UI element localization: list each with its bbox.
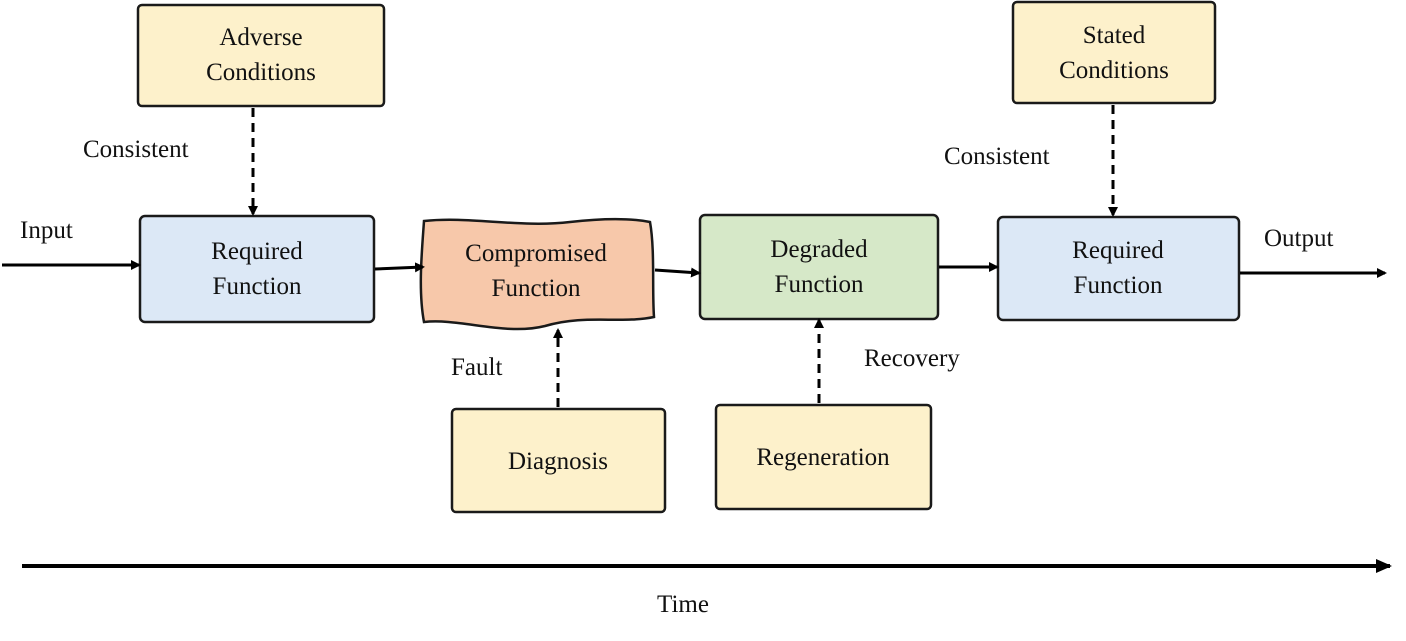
compromised-function-box (419, 217, 656, 331)
diagnosis-box (450, 407, 667, 514)
compromised-function-line1: Compromised (465, 240, 607, 267)
compromised-function-line2: Function (492, 275, 581, 302)
adverse-conditions-box (136, 3, 386, 108)
required-function-right-box (996, 215, 1241, 322)
recovery-label: Recovery (864, 345, 960, 372)
diagnosis-node: Diagnosis (450, 407, 667, 514)
degraded-function-line2: Function (775, 271, 864, 298)
stated-conditions-line2: Conditions (1059, 57, 1169, 84)
required-function-left-node: Required Function (138, 214, 376, 324)
required-to-compromised-arrow (374, 262, 425, 273)
regeneration-label: Regeneration (756, 444, 890, 471)
degraded-function-box (698, 213, 940, 321)
required-function-right-node: Required Function (996, 215, 1241, 322)
adverse-conditions-node: Adverse Conditions (136, 3, 386, 108)
degraded-function-node: Degraded Function (698, 213, 940, 321)
degraded-function-line1: Degraded (770, 236, 868, 263)
diagnosis-label: Diagnosis (508, 448, 608, 475)
time-label: Time (657, 591, 709, 618)
regeneration-box (714, 403, 933, 511)
required-function-right-line2: Function (1074, 272, 1163, 299)
adverse-conditions-line1: Adverse (219, 24, 302, 51)
required-function-left-box (138, 214, 376, 324)
consistent-right-label: Consistent (944, 143, 1050, 170)
stated-conditions-box (1011, 0, 1217, 105)
compromised-function-node: Compromised Function (419, 217, 656, 331)
input-label: Input (20, 217, 73, 244)
adverse-conditions-line2: Conditions (206, 59, 316, 86)
consistent-left-label: Consistent (83, 136, 189, 163)
stated-conditions-line1: Stated (1083, 22, 1146, 49)
required-function-left-line1: Required (211, 238, 303, 265)
required-function-right-line1: Required (1072, 237, 1164, 264)
compromised-to-degraded-arrow (654, 267, 701, 278)
output-label: Output (1264, 225, 1334, 252)
regeneration-node: Regeneration (714, 403, 933, 511)
required-function-left-line2: Function (213, 273, 302, 300)
stated-conditions-node: Stated Conditions (1011, 0, 1217, 105)
fault-label: Fault (451, 354, 502, 381)
